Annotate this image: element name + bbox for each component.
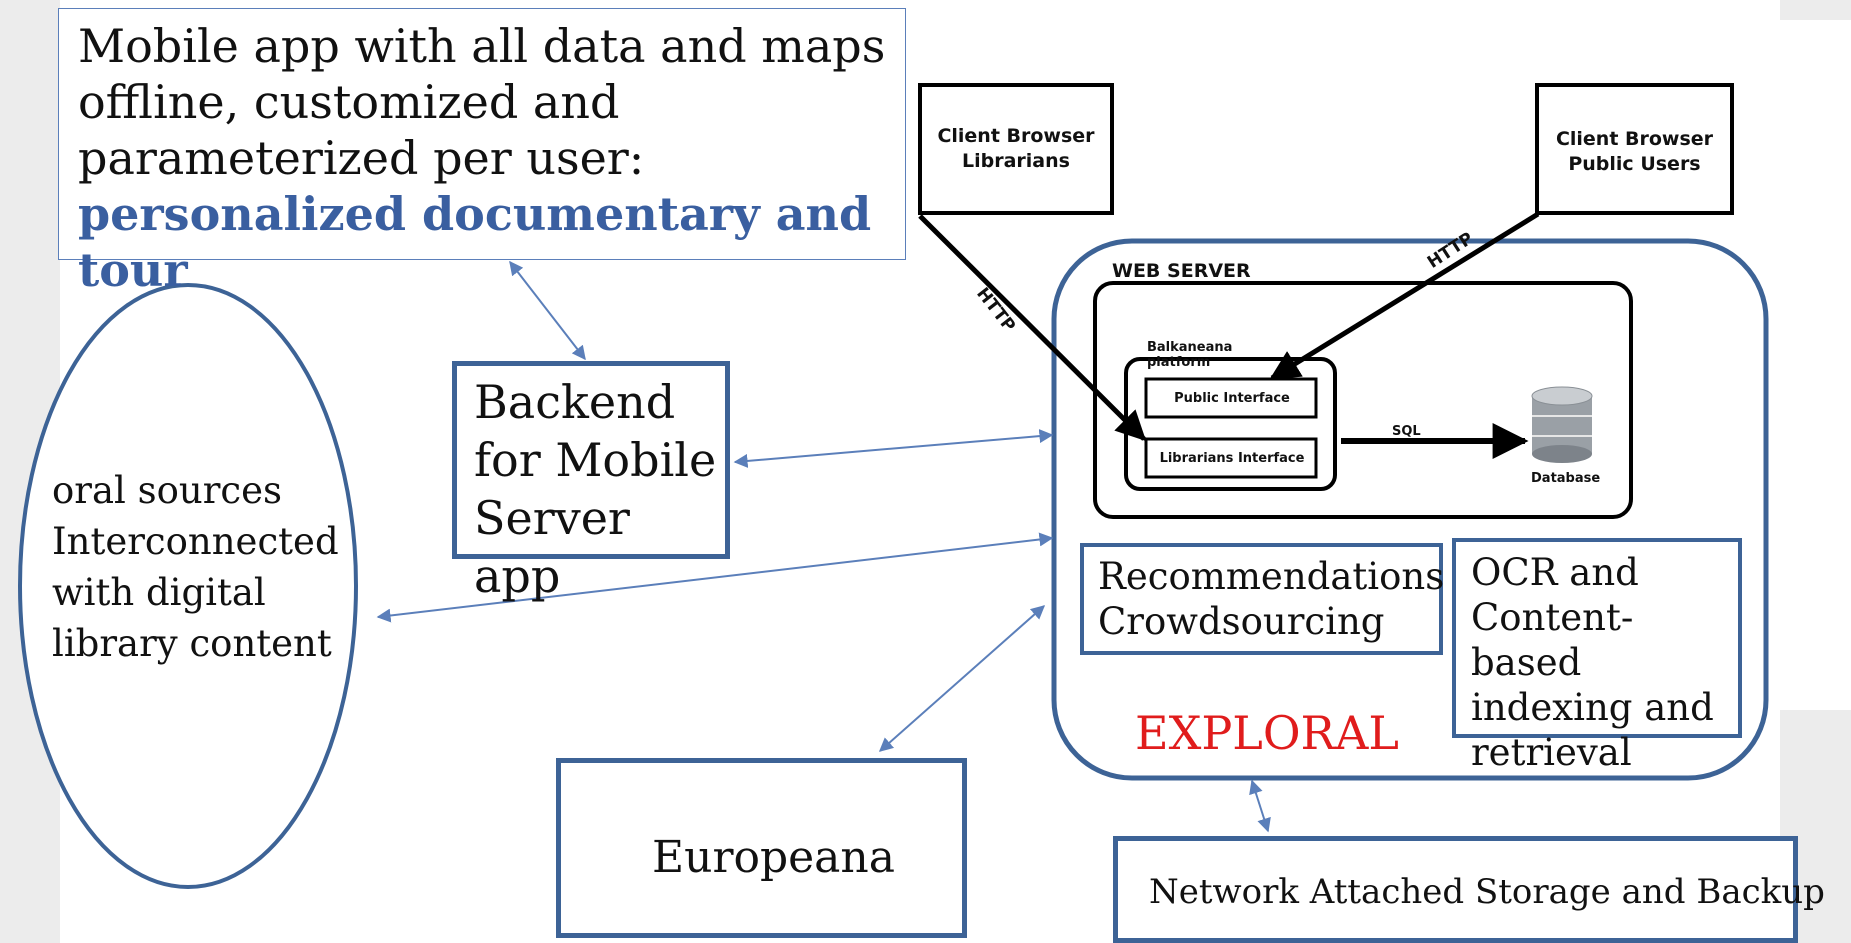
- client-browser-librarians-box: [918, 83, 1114, 215]
- http-arrow-librarians: [918, 214, 1147, 442]
- client-browser-librarians-label: Client Browser Librarians: [937, 125, 1095, 172]
- connector-oral-exploral: [376, 532, 1054, 623]
- mobile-app-emphasis: personalized documentary and tour: [78, 187, 872, 297]
- public-interface-label: Public Interface: [1174, 391, 1290, 406]
- mobile-app-box: [58, 8, 906, 260]
- public-interface-box[interactable]: [1144, 377, 1318, 419]
- web-server-title: WEB SERVER: [1112, 260, 1251, 282]
- database-label: Database: [1531, 471, 1601, 486]
- platform-label: Balkaneana platform: [1147, 340, 1233, 370]
- connector-exploral-nas: [1249, 779, 1271, 833]
- client-browser-public-label: Client Browser Public Users: [1555, 128, 1714, 175]
- sql-label: SQL: [1392, 424, 1421, 439]
- connector-europeana-exploral: [878, 605, 1046, 752]
- recommendations-box: [1080, 543, 1443, 655]
- client-browser-public-box: [1535, 83, 1734, 215]
- oral-sources-ellipse: [18, 283, 358, 889]
- nas-label: Network Attached Storage and Backup: [1149, 872, 1825, 912]
- europeana-box: [556, 758, 967, 938]
- exploral-label: EXPLORAL: [1135, 706, 1399, 760]
- nas-box: [1113, 836, 1798, 943]
- connector-mobile-backend: [509, 260, 586, 361]
- ocr-box: [1452, 538, 1742, 738]
- slide-right-strip-top: [1780, 0, 1851, 20]
- connector-backend-exploral: [733, 429, 1054, 468]
- backend-label: Backend for Mobile Server app: [474, 375, 717, 603]
- backend-box: [452, 361, 730, 559]
- librarians-interface-box[interactable]: [1144, 437, 1318, 479]
- europeana-label: Europeana: [652, 832, 895, 883]
- mobile-app-description: Mobile app with all data and maps offlin…: [78, 19, 886, 185]
- recommendations-label: Recommendations Crowdsourcing: [1098, 555, 1445, 643]
- database-icon: [1531, 386, 1593, 463]
- http-arrow-public: [1269, 211, 1540, 381]
- ocr-label: OCR and Content-based indexing and retri…: [1471, 551, 1714, 774]
- oral-sources-label: oral sources Interconnected with digital…: [52, 469, 339, 665]
- mobile-app-text: Mobile app with all data and maps offlin…: [78, 18, 898, 298]
- librarians-interface-label: Librarians Interface: [1159, 451, 1305, 466]
